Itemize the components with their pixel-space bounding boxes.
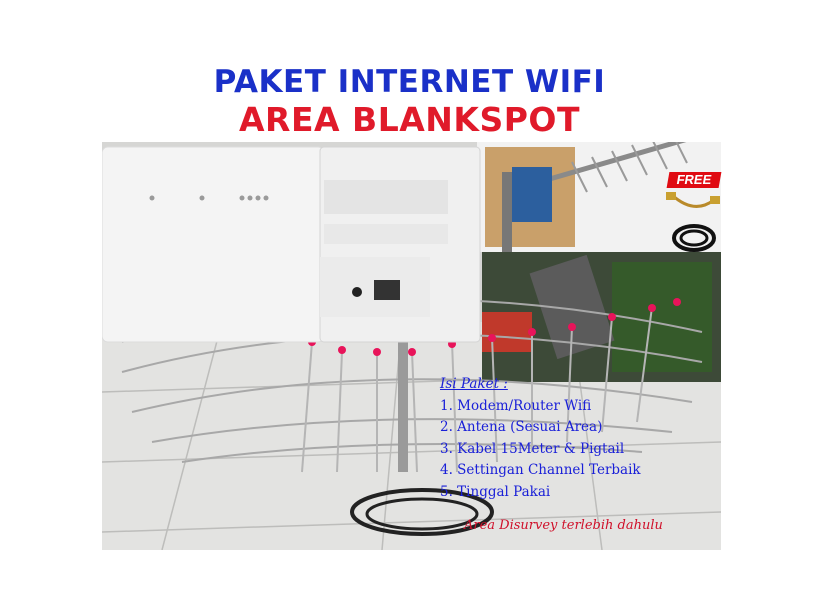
package-item: 5. Tinggal Pakai bbox=[440, 483, 551, 500]
router-lan-port bbox=[374, 280, 400, 300]
antenna-mount bbox=[512, 167, 552, 222]
headline-area-blankspot: AREA BLANKSPOT bbox=[239, 100, 580, 139]
survey-note: Area Disurvey terlebih dahulu bbox=[464, 518, 663, 533]
router-power-port bbox=[352, 287, 362, 297]
mast bbox=[502, 172, 512, 252]
grey-panel bbox=[529, 254, 615, 360]
red-device bbox=[482, 312, 532, 352]
router-front bbox=[102, 146, 325, 343]
antenna-boom bbox=[398, 342, 408, 472]
router-indicators bbox=[149, 195, 269, 201]
package-item: 2. Antena (Sesuai Area) bbox=[440, 419, 603, 435]
router-slot-2 bbox=[324, 224, 448, 244]
package-heading: Isi Paket : bbox=[440, 376, 508, 392]
package-item: 3. Kabel 15Meter & Pigtail bbox=[440, 440, 625, 457]
yagi-elements bbox=[571, 142, 688, 193]
router-slot-1 bbox=[324, 180, 448, 214]
package-item: 1. Modem/Router Wifi bbox=[440, 397, 592, 414]
package-item: 4. Settingan Channel Terbaik bbox=[440, 462, 641, 478]
product-photo-illustration bbox=[102, 142, 721, 550]
grid-antenna-rods bbox=[301, 306, 653, 473]
rod-caps bbox=[308, 298, 681, 356]
free-badge: FREE bbox=[666, 172, 722, 188]
package-contents: Isi Paket : 1. Modem/Router Wifi 2. Ante… bbox=[440, 374, 641, 503]
headline-paket-internet: PAKET INTERNET WIFI bbox=[213, 64, 606, 100]
pigtail-cable-icon bbox=[666, 192, 720, 252]
cable-coil bbox=[350, 488, 494, 536]
product-photo bbox=[102, 142, 721, 550]
